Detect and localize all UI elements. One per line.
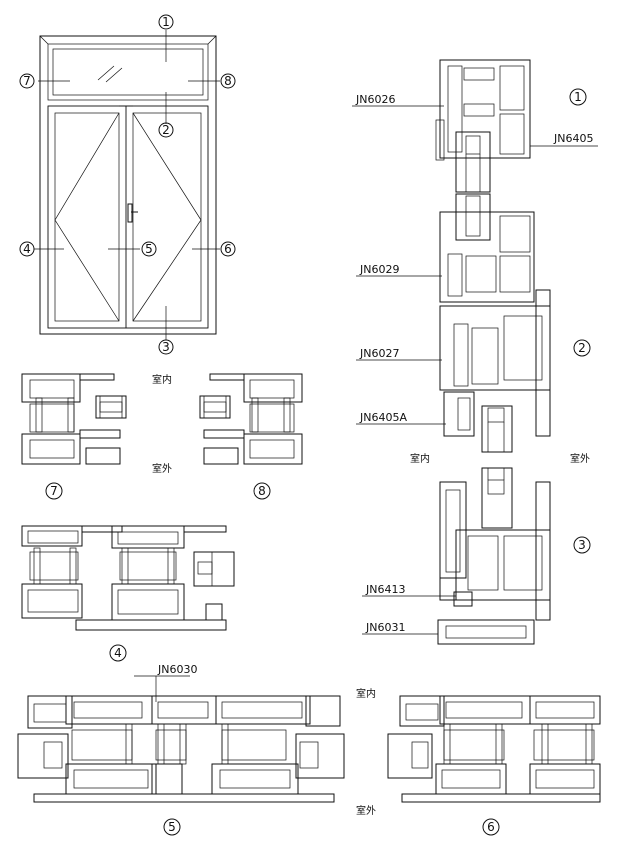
elevation-marker-3: 3 xyxy=(162,340,170,354)
label-outside-2: 室外 xyxy=(356,804,376,817)
code-jn6026: JN6026 xyxy=(355,93,395,106)
label-outside-3: 室外 xyxy=(570,452,590,465)
elevation-marker-1: 1 xyxy=(162,15,170,29)
section-6-label: 6 xyxy=(487,820,495,834)
code-jn6405a: JN6405A xyxy=(359,411,407,424)
section-7-label: 7 xyxy=(50,484,58,498)
label-inside-3: 室内 xyxy=(410,452,430,465)
label-outside-1: 室外 xyxy=(152,462,172,475)
code-jn6030: JN6030 xyxy=(157,663,197,676)
code-jn6031: JN6031 xyxy=(365,621,405,634)
section-3: JN6413 JN6031 3 xyxy=(362,467,591,645)
code-jn6027: JN6027 xyxy=(359,347,399,360)
section-2: JN6029 JN6027 JN6405A 2 xyxy=(356,193,591,453)
section-8-label: 8 xyxy=(258,484,266,498)
section-5-label: 5 xyxy=(168,820,176,834)
section-7: 7 xyxy=(21,373,127,500)
code-jn6413: JN6413 xyxy=(365,583,405,596)
elevation-marker-6: 6 xyxy=(224,242,232,256)
section-5: JN6030 5 xyxy=(17,663,345,836)
section-6: 6 xyxy=(387,695,601,836)
section-2-label: 2 xyxy=(578,341,586,355)
elevation-marker-5: 5 xyxy=(145,242,153,256)
section-3-label: 3 xyxy=(578,538,586,552)
label-inside-1: 室内 xyxy=(152,373,172,386)
section-4-label: 4 xyxy=(114,646,122,660)
section-1: JN6026 JN6405 1 xyxy=(352,59,598,193)
code-jn6029: JN6029 xyxy=(359,263,399,276)
section-8: 8 xyxy=(199,373,303,500)
elevation-marker-2: 2 xyxy=(162,123,170,137)
door-elevation: 1 2 3 4 5 6 7 8 xyxy=(19,14,236,355)
elevation-marker-7: 7 xyxy=(23,74,31,88)
elevation-marker-8: 8 xyxy=(224,74,232,88)
section-4: 4 xyxy=(21,525,235,662)
label-inside-2: 室内 xyxy=(356,687,376,700)
section-1-label: 1 xyxy=(574,90,582,104)
code-jn6405: JN6405 xyxy=(553,132,593,145)
elevation-marker-4: 4 xyxy=(23,242,31,256)
